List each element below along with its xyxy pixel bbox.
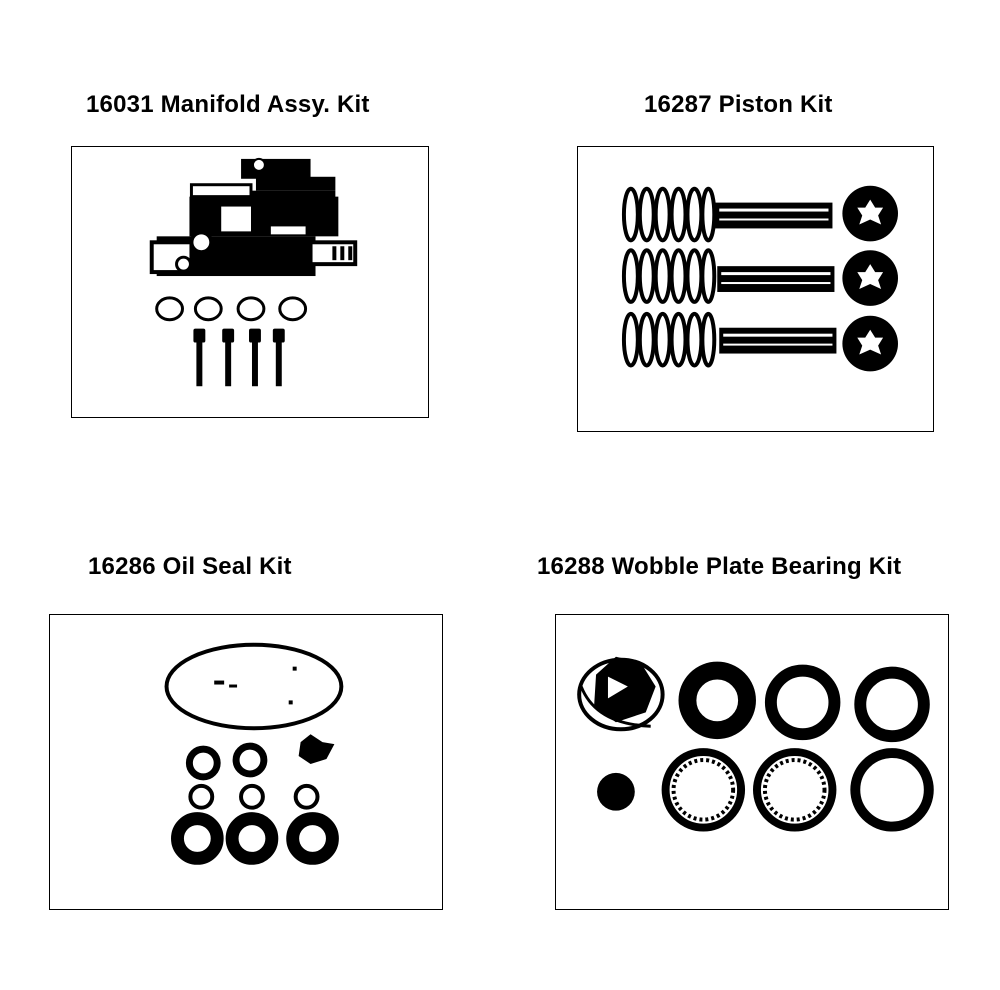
kit-title-piston: 16287 Piston Kit [644,91,833,118]
plug-icon [597,772,635,811]
wobble-hub-icon [577,656,665,732]
kit-image-piston [577,146,934,432]
kit-title-oil-seal: 16286 Oil Seal Kit [88,553,292,580]
kit-image-manifold [71,146,429,418]
gasket-marks-icon [214,666,297,705]
manifold-block-icon [149,157,358,277]
kit-image-wobble-plate [555,614,949,910]
seal-ring-icon [171,742,339,865]
manifold-kit-illustration [149,157,358,387]
kit-image-oil-seal [49,614,443,910]
valve-cap-icon [298,734,335,764]
retainer-icon [842,185,898,372]
needle-bearing-icon [661,748,934,832]
kit-title-wobble-plate: 16288 Wobble Plate Bearing Kit [537,553,902,580]
thrust-washer-icon [678,661,930,743]
piston-kit-illustration [621,185,898,372]
kit-title-manifold: 16031 Manifold Assy. Kit [86,91,370,118]
o-ring-icon [155,296,308,322]
bolt-icon [193,328,285,387]
wobble-plate-kit-illustration [577,656,934,832]
oil-seal-kit-illustration [164,642,344,865]
spring-icon [621,186,717,368]
piston-rod-icon [715,202,837,354]
large-gasket-icon [164,642,344,731]
